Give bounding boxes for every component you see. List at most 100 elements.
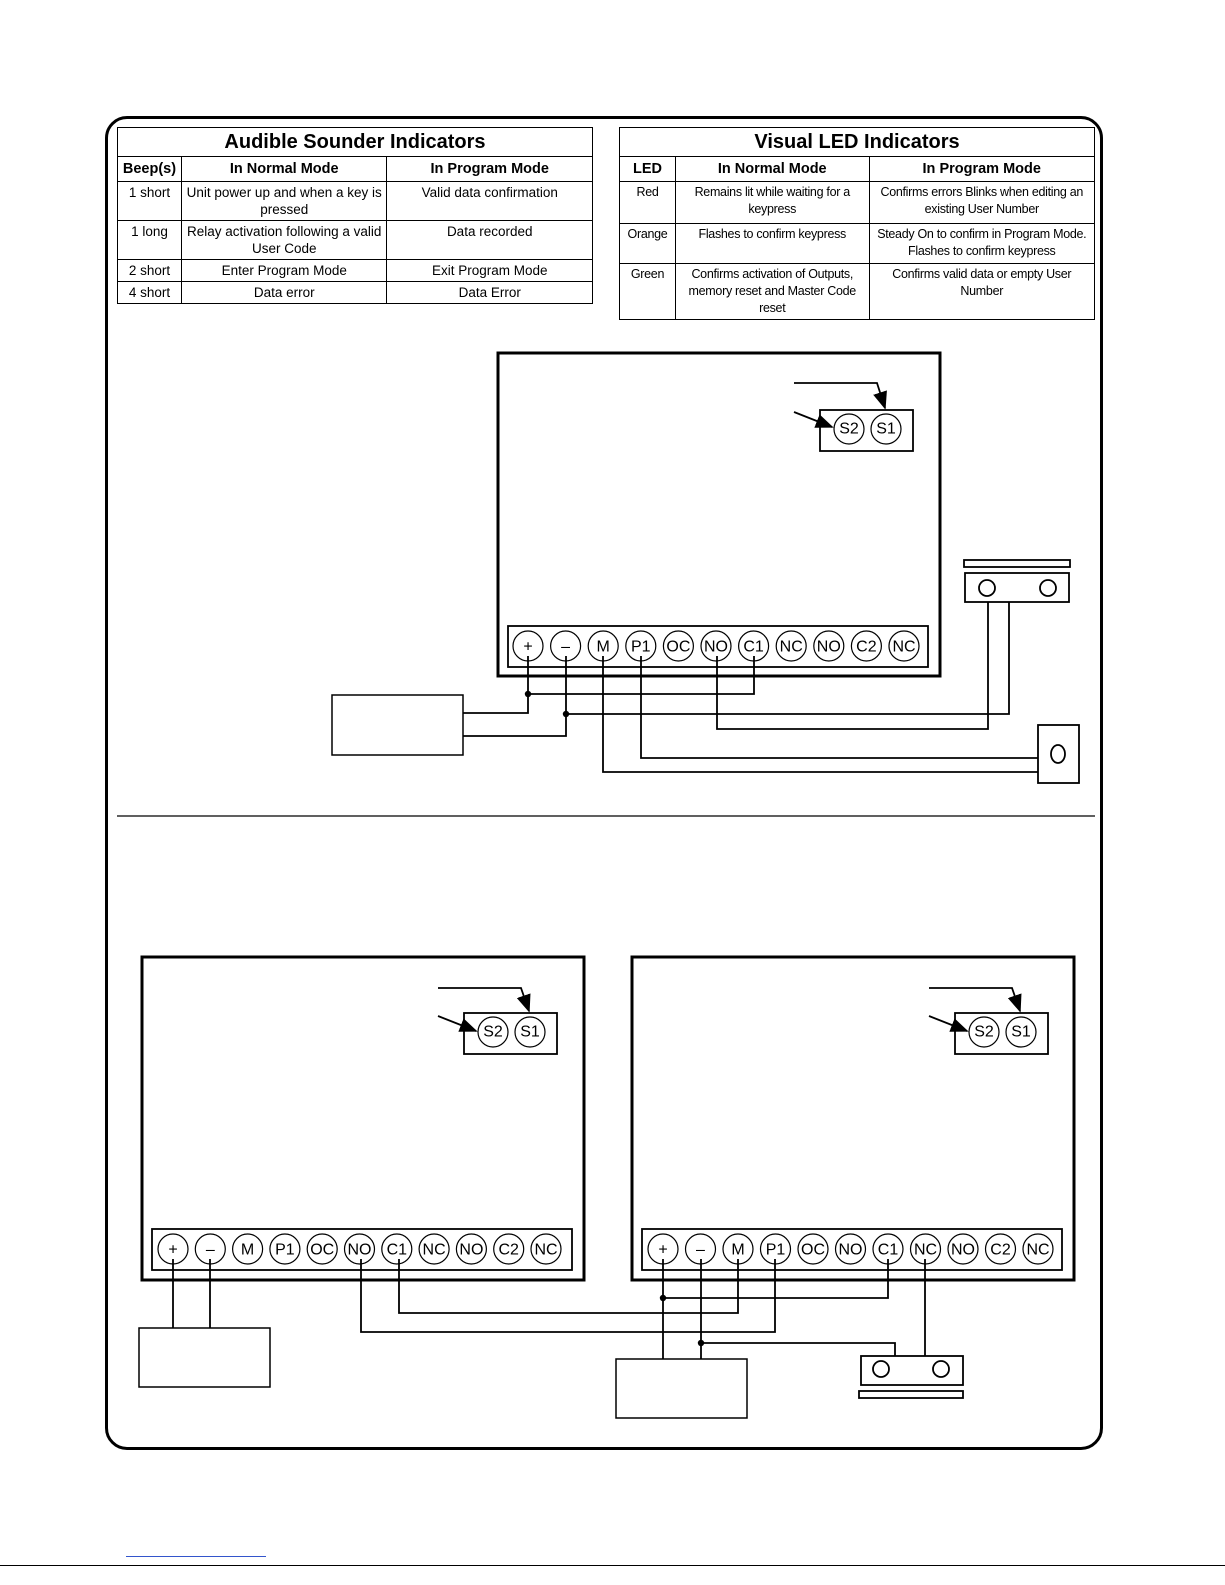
visual-header-normal: In Normal Mode <box>674 156 870 182</box>
terminal-label: C1 <box>878 1242 899 1259</box>
terminal-circle <box>984 1233 1017 1265</box>
terminal-label: NO <box>704 639 728 656</box>
terminal-circle <box>306 1233 338 1265</box>
switch-arrow <box>928 1015 969 1032</box>
table-row: 4 short Data error Data Error <box>117 281 593 304</box>
terminal-label: C2 <box>498 1242 519 1259</box>
audible-header-normal: In Normal Mode <box>180 156 388 182</box>
terminal-label: NC <box>892 639 915 656</box>
table-cell: Flashes to confirm keypress <box>674 223 870 264</box>
switch-terminal-circle <box>833 413 865 445</box>
table-cell: Red <box>619 181 676 224</box>
table-cell: Exit Program Mode <box>386 259 593 282</box>
terminal-label: NO <box>951 1242 975 1259</box>
terminal-label: NO <box>817 639 841 656</box>
terminal-label: NC <box>780 639 803 656</box>
terminal-circle <box>834 1233 867 1265</box>
terminal-label: M <box>731 1242 744 1259</box>
terminal-circle <box>947 1233 979 1265</box>
table-row: 1 long Relay activation following a vali… <box>117 220 593 260</box>
switch-arrow <box>793 411 834 428</box>
terminal-strip <box>641 1228 1063 1271</box>
table-cell: Confirms activation of Outputs, memory r… <box>674 263 870 320</box>
terminal-label: NO <box>459 1242 483 1259</box>
terminal-circle <box>662 630 695 662</box>
switch-terminal-label: S2 <box>483 1024 503 1041</box>
controller-housing <box>140 955 586 1282</box>
terminal-circle <box>232 1233 264 1265</box>
terminal-label: M <box>241 1242 254 1259</box>
footer-link-underline[interactable] <box>126 1556 266 1557</box>
visual-led-table: Visual LED Indicators LED In Normal Mode… <box>619 127 1096 320</box>
terminal-circle <box>700 630 732 662</box>
terminal-circle <box>493 1233 525 1265</box>
switch-terminal-label: S1 <box>520 1024 540 1041</box>
table-row: Green Confirms activation of Outputs, me… <box>619 263 1096 320</box>
terminal-label: OC <box>666 639 690 656</box>
terminal-label: C2 <box>856 639 877 656</box>
table-cell: Steady On to confirm in Program Mode. Fl… <box>868 223 1096 264</box>
terminal-label: + <box>658 1242 667 1259</box>
terminal-circle <box>888 630 920 662</box>
visual-header-led: LED <box>619 156 676 182</box>
switch-arrow <box>438 987 531 1013</box>
terminal-label: P1 <box>275 1242 295 1259</box>
controller-housing <box>496 351 942 678</box>
table-cell: Data Error <box>386 281 593 304</box>
controller-housing <box>630 955 1076 1282</box>
terminal-circle <box>1022 1233 1054 1265</box>
terminal-label: NO <box>348 1242 372 1259</box>
terminal-label: – <box>206 1242 215 1259</box>
magnetic-lock <box>858 1355 964 1399</box>
switch-arrow <box>794 382 887 410</box>
terminal-strip <box>507 625 929 668</box>
terminal-label: + <box>523 639 532 656</box>
terminal-circle <box>530 1233 562 1265</box>
switch-block <box>954 1012 1049 1055</box>
terminal-circle <box>850 630 883 662</box>
table-cell: Confirms valid data or empty User Number <box>868 263 1096 320</box>
terminal-circle <box>797 1233 829 1265</box>
switch-block <box>463 1012 558 1055</box>
audible-sounder-table: Audible Sounder Indicators Beep(s) In No… <box>117 127 593 304</box>
terminal-label: NC <box>1026 1242 1049 1259</box>
terminal-label: P1 <box>631 639 651 656</box>
table-cell: 4 short <box>117 281 182 304</box>
terminal-label: C1 <box>387 1242 408 1259</box>
table-row: 1 short Unit power up and when a key is … <box>117 181 593 221</box>
footer-rule <box>0 1565 1225 1566</box>
page-frame <box>105 116 1103 1450</box>
terminal-circle <box>269 1233 301 1265</box>
terminal-label: OC <box>801 1242 825 1259</box>
switch-terminal-circle <box>477 1016 509 1048</box>
terminal-label: M <box>597 639 610 656</box>
terminal-label: + <box>168 1242 177 1259</box>
terminal-label: NC <box>914 1242 937 1259</box>
table-cell: Relay activation following a valid User … <box>180 220 388 260</box>
terminal-circle <box>813 630 845 662</box>
power-supply-box <box>615 1358 748 1419</box>
terminal-label: C1 <box>743 639 764 656</box>
visual-header-program: In Program Mode <box>868 156 1096 182</box>
switch-terminal-circle <box>514 1016 546 1048</box>
power-supply-box <box>331 694 464 756</box>
table-cell: Confirms errors Blinks when editing an e… <box>868 181 1096 224</box>
terminal-strip <box>151 1228 573 1271</box>
switch-arrow <box>929 987 1022 1013</box>
terminal-circle <box>381 1233 413 1265</box>
table-cell: Valid data confirmation <box>386 181 593 221</box>
power-supply-box <box>138 1327 271 1388</box>
switch-arrow <box>437 1015 478 1032</box>
magnetic-lock <box>963 559 1071 603</box>
bottom-wiring <box>172 1259 926 1359</box>
switch-terminal-label: S1 <box>1011 1024 1031 1041</box>
switch-terminal-circle <box>870 413 902 445</box>
switch-terminal-circle <box>968 1016 1000 1048</box>
switch-terminal-label: S1 <box>876 421 896 438</box>
terminal-label: NC <box>423 1242 446 1259</box>
audible-header-beeps: Beep(s) <box>117 156 182 182</box>
